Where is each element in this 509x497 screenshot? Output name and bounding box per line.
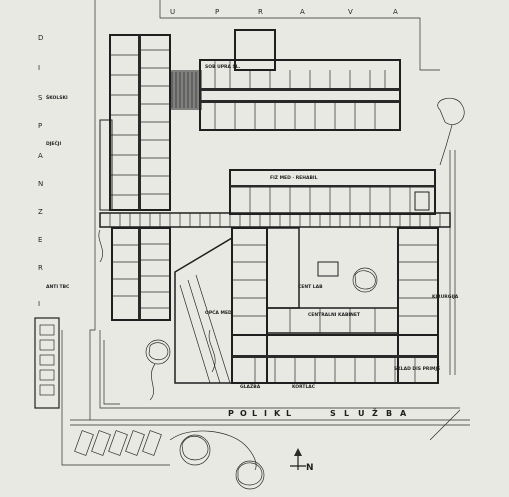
bottom-letter: O bbox=[240, 409, 247, 418]
left-letter: Z bbox=[38, 208, 43, 216]
left-letter: A bbox=[38, 152, 43, 160]
left-letter: N bbox=[38, 180, 43, 188]
label-kirurgija: KIRURGIJA bbox=[432, 294, 459, 300]
top-letter: R bbox=[258, 8, 264, 16]
left-letter: S bbox=[38, 94, 43, 102]
bottom-letter: S bbox=[330, 409, 336, 418]
top-letter: U bbox=[170, 8, 176, 16]
central-corridor bbox=[99, 212, 451, 228]
bottom-letter: A bbox=[400, 409, 407, 418]
landscaping bbox=[98, 97, 465, 490]
left-letter: E bbox=[38, 236, 42, 244]
label-skladiste: SKLAD DIS PRIMJE bbox=[394, 366, 440, 372]
label-skolski: ŠKOLSKI bbox=[46, 94, 68, 101]
bottom-letter: L bbox=[252, 409, 257, 418]
label-kortlac: KORTLAC bbox=[292, 384, 316, 390]
parking bbox=[34, 317, 162, 456]
left-letter: R bbox=[38, 264, 43, 272]
bottom-letter: L bbox=[344, 409, 349, 418]
bottom-letter: I bbox=[264, 409, 267, 418]
label-djeji: DJEČJI bbox=[46, 140, 61, 147]
bottom-letter: Ž bbox=[372, 407, 378, 418]
room-labels: ŠKOLSKI DJEČJI ANTI TBC SOB UPRA SL. FIZ… bbox=[46, 64, 459, 390]
label-anti-tbc: ANTI TBC bbox=[46, 284, 70, 290]
label-sob-upr: SOB UPRA SL. bbox=[205, 64, 241, 70]
north-label: N bbox=[306, 463, 314, 473]
label-opca-med: OPĆA MED bbox=[205, 309, 232, 316]
left-letter: D bbox=[38, 34, 43, 42]
west-block-lower bbox=[111, 227, 171, 321]
label-glazba: GLAZBA bbox=[240, 384, 261, 390]
bottom-letter: U bbox=[358, 409, 365, 418]
bottom-street-name: P O L I K L S L U Ž B A bbox=[228, 407, 407, 418]
bottom-letter: P bbox=[228, 409, 234, 418]
left-side-name: D I S P A N Z E R I bbox=[38, 34, 43, 308]
label-centralni-kabinet: CENTRALNI KABINET bbox=[308, 312, 361, 318]
top-letter: P bbox=[215, 8, 220, 16]
north-arrow-icon: N bbox=[290, 448, 314, 473]
top-letter: V bbox=[348, 8, 354, 16]
label-cent-lab: CENT LAB bbox=[298, 284, 323, 290]
bottom-letter: L bbox=[286, 409, 291, 418]
top-letter: A bbox=[393, 8, 399, 16]
top-letter: A bbox=[300, 8, 306, 16]
clinic-ring bbox=[231, 227, 439, 384]
bottom-letter: K bbox=[274, 409, 281, 418]
label-fiz-med: FIZ MED · REHABIL bbox=[270, 175, 318, 181]
north-wing bbox=[170, 29, 401, 131]
street-lines bbox=[61, 0, 470, 466]
left-letter: I bbox=[38, 300, 40, 308]
bottom-letter: B bbox=[386, 409, 392, 418]
left-letter: P bbox=[38, 122, 42, 130]
west-block-upper bbox=[99, 34, 171, 211]
rehab-block bbox=[229, 169, 436, 215]
top-street-name: U P R A V A bbox=[170, 8, 399, 16]
left-letter: I bbox=[38, 64, 40, 72]
